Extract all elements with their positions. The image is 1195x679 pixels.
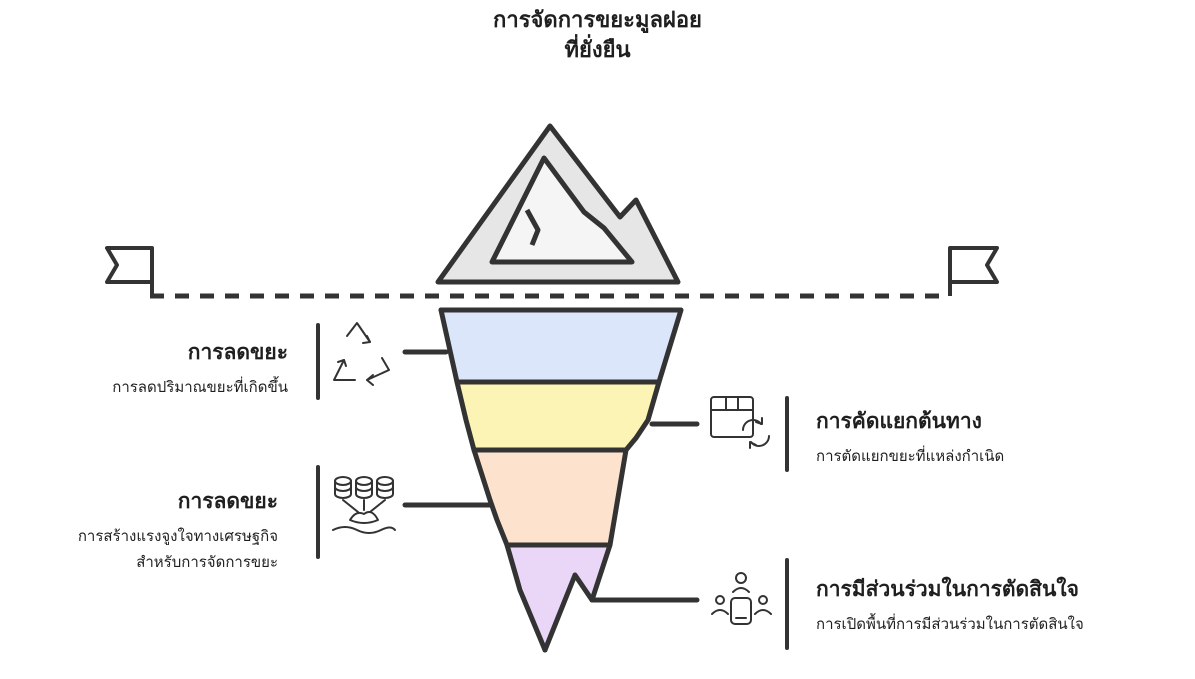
title-line-1: การจัดการขยะมูลฝอย	[493, 8, 702, 33]
layer-4-fill	[507, 545, 610, 650]
layer-1-label: การลดขยะ การลดปริมาณขยะที่เกิดขึ้น	[40, 338, 288, 400]
coins-icon	[332, 476, 396, 534]
mountain-peak	[435, 123, 681, 285]
layer-2-label: การคัดแยกต้นทาง การตัดแยกขยะที่แหล่งกำเน…	[816, 407, 1176, 469]
layer-4-description: การเปิดพื้นที่การมีส่วนร่วมในการตัดสินใจ	[816, 615, 1084, 633]
layer-1-description: การลดปริมาณขยะที่เกิดขึ้น	[112, 378, 288, 396]
title-line-2: ที่ยั่งยืน	[564, 38, 631, 63]
layer-4-heading: การมีส่วนร่วมในการตัดสินใจ	[816, 577, 1079, 601]
right-flag	[948, 246, 999, 296]
layer-4-label: การมีส่วนร่วมในการตัดสินใจ การเปิดพื้นที…	[816, 575, 1186, 637]
recycle-icon	[333, 322, 390, 386]
layer-3-fill	[474, 450, 626, 545]
connectors	[402, 349, 700, 603]
layer-3-description-line-1: การสร้างแรงจูงใจทางเศรษฐกิจ	[77, 527, 278, 545]
box-sorting-icon	[710, 396, 770, 449]
layer-1-heading: การลดขยะ	[187, 340, 288, 364]
layer-3-description-line-2: สำหรับการจัดการขยะ	[136, 553, 278, 571]
left-flag	[105, 246, 154, 296]
layer-2-description: การตัดแยกขยะที่แหล่งกำเนิด	[816, 447, 1005, 465]
layer-2-fill	[457, 382, 659, 450]
iceberg-outline	[438, 307, 684, 653]
layer-2-heading: การคัดแยกต้นทาง	[816, 409, 982, 433]
separators	[316, 323, 789, 650]
layer-3-heading: การลดขยะ	[177, 489, 278, 513]
diagram-title: การจัดการขยะมูลฝอย ที่ยั่งยืน	[0, 6, 1195, 66]
layer-3-label: การลดขยะ การสร้างแรงจูงใจทางเศรษฐกิจ สำห…	[10, 487, 278, 575]
layer-1-fill	[441, 310, 681, 382]
people-meeting-icon	[711, 572, 772, 625]
